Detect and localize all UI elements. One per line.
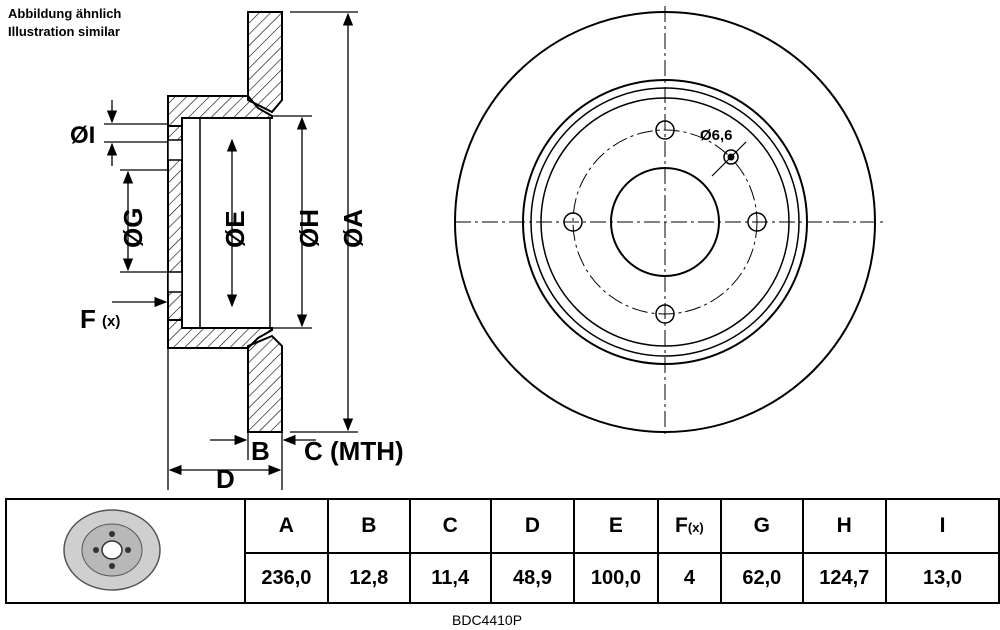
header-a: A bbox=[243, 498, 330, 554]
value-b: 12,8 bbox=[327, 552, 411, 604]
spec-table: A B C D E F(x) G H I 236,0 12,8 11,4 48,… bbox=[5, 498, 1000, 604]
label-dia-e: ØE bbox=[220, 210, 250, 248]
disc-thumbnail-cell bbox=[5, 498, 246, 604]
technical-drawing: ØI ØG ØE ØH ØA F (x) B C (MTH) D Ø6,6 bbox=[70, 6, 885, 494]
bolt-hole-right bbox=[747, 212, 767, 232]
header-i: I bbox=[885, 498, 1000, 554]
value-a: 236,0 bbox=[243, 552, 330, 604]
header-f: F(x) bbox=[656, 498, 723, 554]
header-b: B bbox=[327, 498, 411, 554]
label-dia-a: ØA bbox=[338, 209, 368, 248]
part-code: BDC4410P bbox=[452, 612, 523, 628]
bolt-hole-top bbox=[655, 120, 675, 140]
value-h: 124,7 bbox=[801, 552, 888, 604]
label-f-sub: (x) bbox=[102, 313, 120, 330]
label-b: B bbox=[251, 436, 270, 466]
label-d: D bbox=[216, 464, 235, 494]
note-illustration-en: Illustration similar bbox=[8, 24, 120, 39]
bolt-hole-left bbox=[563, 212, 583, 232]
label-c-mth: C (MTH) bbox=[304, 436, 404, 466]
locating-hole bbox=[723, 149, 739, 165]
bolt-hole-bottom bbox=[655, 304, 675, 324]
header-h: H bbox=[801, 498, 888, 554]
header-e: E bbox=[573, 498, 659, 554]
value-c: 11,4 bbox=[408, 552, 492, 604]
label-hole-diameter: Ø6,6 bbox=[700, 127, 733, 144]
table-values-row: 236,0 12,8 11,4 48,9 100,0 4 62,0 124,7 … bbox=[6, 552, 1000, 604]
value-g: 62,0 bbox=[720, 552, 804, 604]
label-dia-i: ØI bbox=[70, 122, 95, 149]
header-g: G bbox=[720, 498, 804, 554]
header-c: C bbox=[408, 498, 492, 554]
value-d: 48,9 bbox=[489, 552, 576, 604]
table-header-row: A B C D E F(x) G H I bbox=[5, 498, 1000, 604]
label-dia-g: ØG bbox=[118, 208, 148, 248]
disc-section-view bbox=[167, 11, 283, 433]
value-e: 100,0 bbox=[573, 552, 659, 604]
header-d: D bbox=[489, 498, 576, 554]
value-f: 4 bbox=[656, 552, 723, 604]
value-i: 13,0 bbox=[885, 552, 1000, 604]
disc-thumbnail-icon bbox=[63, 509, 162, 591]
label-f: F bbox=[80, 304, 96, 334]
note-illustration-de: Abbildung ähnlich bbox=[8, 6, 122, 21]
disc-front-view bbox=[454, 6, 885, 438]
label-dia-h: ØH bbox=[294, 209, 324, 248]
